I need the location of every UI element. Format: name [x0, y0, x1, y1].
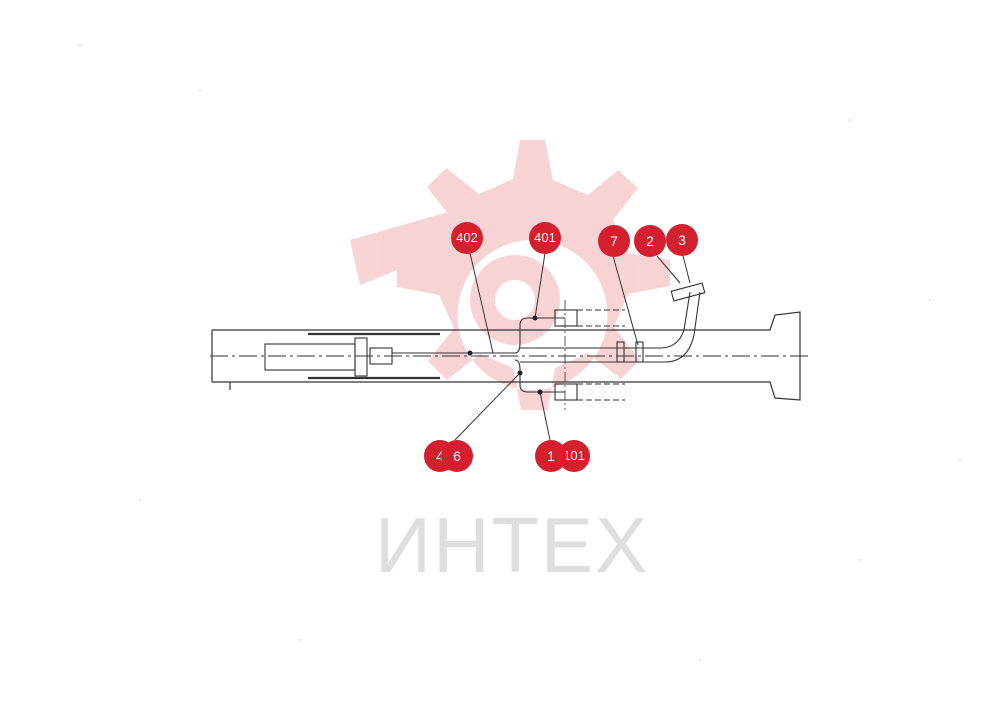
- inner-cylinder: [264, 332, 440, 380]
- boom-outline: [210, 311, 810, 401]
- valve-blocks: [554, 300, 625, 410]
- callout-401[interactable]: 401: [529, 222, 561, 254]
- watermark-text: ИНТЕХ: [375, 501, 650, 589]
- callout-402[interactable]: 402: [451, 222, 483, 254]
- connection-dots: [467, 315, 543, 395]
- callout-2[interactable]: 2: [634, 225, 666, 257]
- leader-lines: [454, 252, 691, 441]
- callout-3[interactable]: 3: [666, 224, 698, 256]
- callout-6[interactable]: 6: [441, 440, 473, 472]
- callout-1[interactable]: 1: [535, 440, 567, 472]
- callout-7[interactable]: 7: [598, 225, 630, 257]
- scan-noise: [79, 44, 961, 661]
- gear-logo: [350, 140, 670, 410]
- hose-lines: [392, 282, 706, 393]
